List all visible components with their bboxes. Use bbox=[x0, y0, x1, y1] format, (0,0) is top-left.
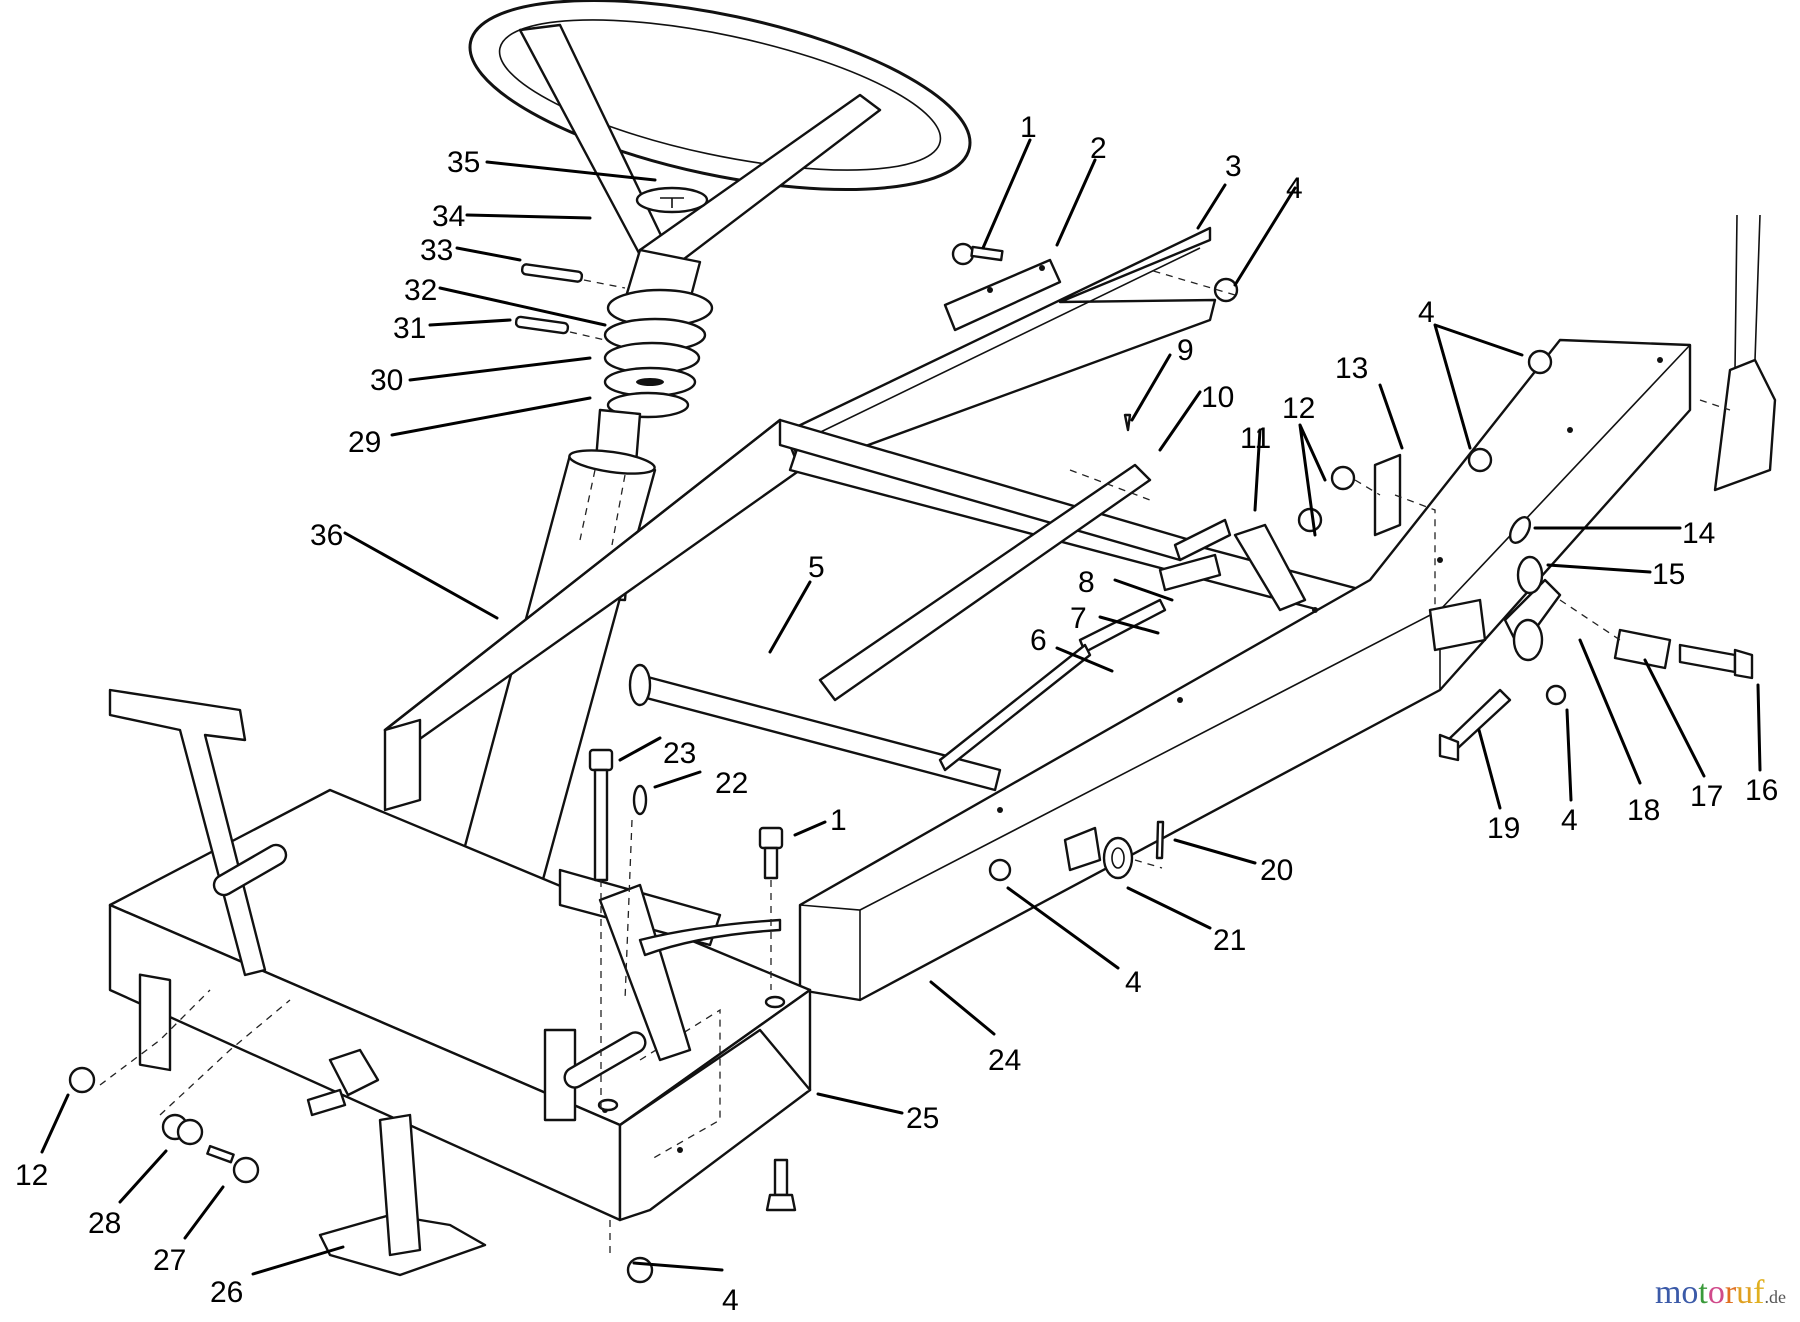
nut-4-bottom bbox=[626, 1256, 654, 1284]
callout-1-lower: 1 bbox=[830, 804, 847, 837]
callout-32: 32 bbox=[404, 274, 437, 307]
callout-4-bottom: 4 bbox=[722, 1284, 739, 1317]
callout-33: 33 bbox=[420, 234, 453, 267]
callout-5: 5 bbox=[808, 551, 825, 584]
callout-19: 19 bbox=[1487, 812, 1520, 845]
clip-22 bbox=[624, 784, 648, 1001]
callout-26: 26 bbox=[210, 1276, 243, 1309]
callout-29: 29 bbox=[348, 426, 381, 459]
steering-wheel bbox=[468, 0, 972, 264]
callout-25: 25 bbox=[906, 1102, 939, 1135]
watermark-letter: t bbox=[1698, 1274, 1708, 1311]
callout-27: 27 bbox=[153, 1244, 186, 1277]
brake-pedal bbox=[558, 868, 722, 1089]
watermark-letter: u bbox=[1736, 1274, 1754, 1311]
callout-13: 13 bbox=[1335, 352, 1368, 385]
watermark-letter: r bbox=[1724, 1274, 1737, 1311]
pin-9 bbox=[1123, 413, 1132, 432]
callout-7: 7 bbox=[1070, 602, 1087, 635]
clutch-pedal bbox=[108, 688, 288, 977]
steering-arm bbox=[818, 463, 1152, 702]
callout-4-bracket: 4 bbox=[1561, 804, 1578, 837]
drag-link bbox=[938, 518, 1232, 772]
bolt-1-lower bbox=[758, 826, 784, 990]
callout-34: 34 bbox=[432, 200, 465, 233]
watermark-letter: f bbox=[1753, 1274, 1765, 1311]
pitman-bracket bbox=[1233, 453, 1436, 612]
callout-30: 30 bbox=[370, 364, 403, 397]
bolt-1-top bbox=[951, 242, 1004, 266]
callout-28: 28 bbox=[88, 1207, 121, 1240]
callout-31: 31 bbox=[393, 312, 426, 345]
pivot-hardware bbox=[1428, 578, 1754, 762]
callout-12-top: 12 bbox=[1282, 392, 1315, 425]
parking-pedal bbox=[318, 1113, 487, 1277]
callout-16: 16 bbox=[1745, 774, 1778, 807]
rear-bracket bbox=[1699, 214, 1777, 492]
callout-2: 2 bbox=[1090, 132, 1107, 165]
bolt-25 bbox=[765, 1158, 797, 1212]
callout-4-rail: 4 bbox=[1125, 966, 1142, 999]
callout-8: 8 bbox=[1078, 566, 1095, 599]
callout-35: 35 bbox=[447, 146, 480, 179]
side-rail bbox=[788, 226, 1217, 472]
callout-4-top: 4 bbox=[1286, 172, 1303, 205]
nut-12 bbox=[68, 1066, 96, 1094]
nut-4-top bbox=[1213, 277, 1239, 303]
callout-36: 36 bbox=[310, 519, 343, 552]
callout-9: 9 bbox=[1177, 334, 1194, 367]
callout-3: 3 bbox=[1225, 150, 1242, 183]
hairpin-clip bbox=[1508, 516, 1544, 595]
roll-pin-33 bbox=[520, 263, 626, 289]
roll-pin-31 bbox=[514, 315, 606, 341]
callout-12-left: 12 bbox=[15, 1159, 48, 1192]
callout-23: 23 bbox=[663, 737, 696, 770]
tie-rod bbox=[628, 663, 1002, 792]
brake-switch bbox=[306, 1048, 380, 1117]
watermark-tld: .de bbox=[1764, 1287, 1787, 1307]
bolt-23 bbox=[588, 748, 614, 1110]
callout-6: 6 bbox=[1030, 624, 1047, 657]
callout-21: 21 bbox=[1213, 924, 1246, 957]
leader-lines bbox=[40, 138, 1762, 1276]
watermark-letter: o bbox=[1681, 1274, 1699, 1311]
rail-nut bbox=[988, 858, 1012, 882]
spindle-pin bbox=[1063, 820, 1165, 880]
motoruf-watermark: motoruf.de bbox=[1655, 1274, 1786, 1312]
watermark-letter: m bbox=[1654, 1274, 1682, 1311]
callout-22: 22 bbox=[715, 767, 748, 800]
steering-hub bbox=[603, 248, 714, 419]
callout-17: 17 bbox=[1690, 780, 1723, 813]
callout-1-top: 1 bbox=[1020, 111, 1037, 144]
callout-20: 20 bbox=[1260, 854, 1293, 887]
watermark-letter: o bbox=[1707, 1274, 1725, 1311]
callout-18: 18 bbox=[1627, 794, 1660, 827]
callout-11: 11 bbox=[1240, 422, 1271, 455]
callout-4-right-group: 4 bbox=[1418, 296, 1435, 329]
callout-15: 15 bbox=[1652, 558, 1685, 591]
brake-rod bbox=[638, 918, 782, 957]
callout-24: 24 bbox=[988, 1044, 1021, 1077]
callout-numbers: 35 34 33 32 31 30 29 36 1 2 3 4 9 10 11 … bbox=[15, 111, 1778, 1317]
bolt-27 bbox=[206, 1144, 260, 1184]
callout-14: 14 bbox=[1682, 517, 1715, 550]
callout-10: 10 bbox=[1201, 381, 1234, 414]
